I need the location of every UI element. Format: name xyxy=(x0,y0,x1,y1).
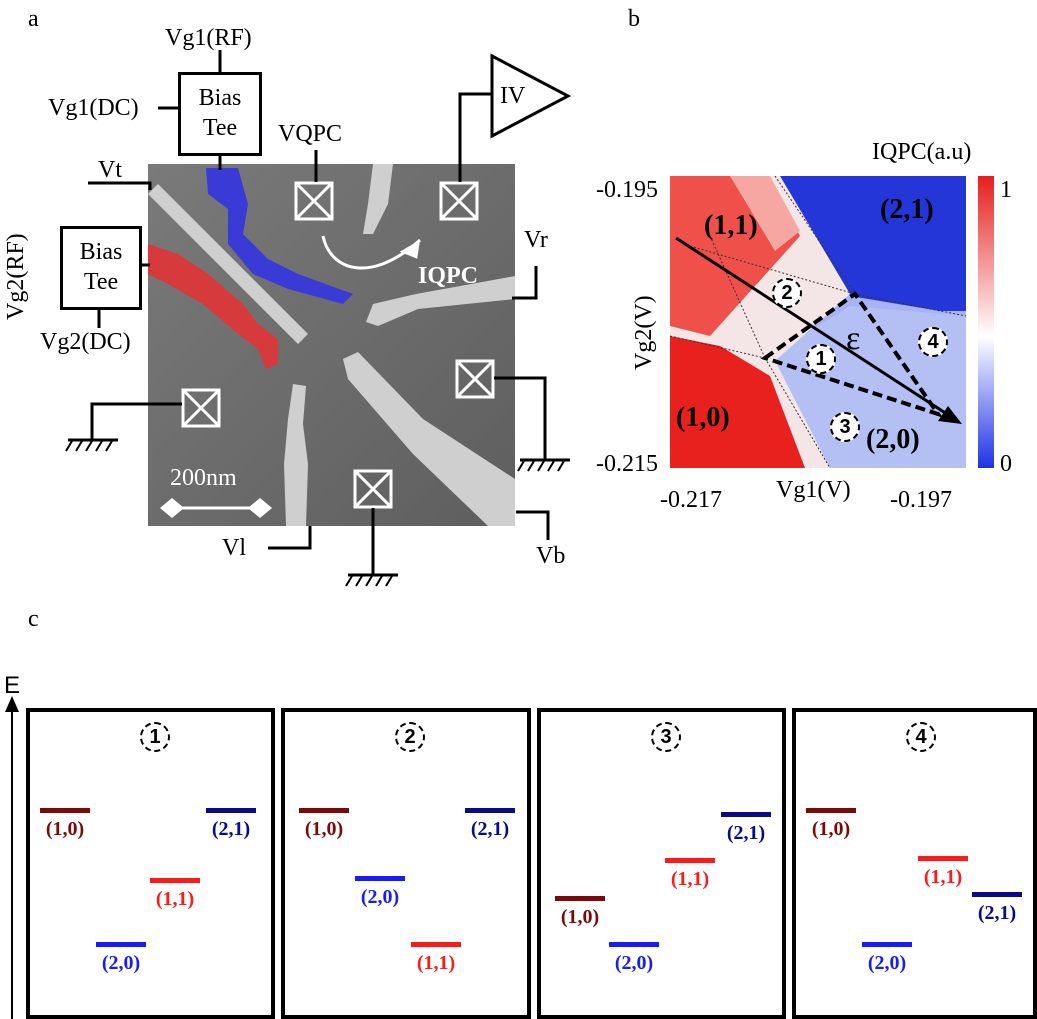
colorbar-max: 1 xyxy=(1000,177,1012,203)
gate-vt xyxy=(148,184,308,344)
y-tick-top: -0.195 xyxy=(596,177,658,203)
state-2-1: (2,1) xyxy=(880,194,934,225)
level-label-1-0: (1,0) xyxy=(304,818,344,840)
region-2-1 xyxy=(775,176,966,311)
gate-red xyxy=(148,244,278,369)
level-1-0 xyxy=(40,808,90,813)
vr-label: Vr xyxy=(524,227,548,253)
level-label-2-1: (2,1) xyxy=(470,818,510,840)
y-tick-bottom: -0.215 xyxy=(596,451,658,477)
iv-label: IV xyxy=(500,83,526,109)
gate-vb xyxy=(343,352,515,526)
colorbar xyxy=(978,176,994,468)
marker-4: 4 xyxy=(918,327,948,357)
sem-image xyxy=(148,164,515,526)
marker-3: 3 xyxy=(830,412,860,442)
level-1-1 xyxy=(665,858,715,863)
level-2-1 xyxy=(721,812,771,817)
level-1-0 xyxy=(806,808,856,813)
box-4-marker: 4 xyxy=(906,722,936,752)
sem-gates xyxy=(148,164,515,526)
level-1-0 xyxy=(299,808,349,813)
x-axis-label: Vg1(V) xyxy=(776,477,851,503)
energy-axis-arrow xyxy=(5,696,19,1019)
colorbar-title: IQPC(a.u) xyxy=(872,139,972,165)
level-label-1-1: (1,1) xyxy=(416,952,456,974)
energy-box-3: 3 (2,1) (1,1) (1,0) (2,0) xyxy=(537,708,786,1019)
gate-vr xyxy=(366,276,515,326)
gate-vl xyxy=(284,384,308,526)
bias-tee-1: Bias Tee xyxy=(178,72,262,156)
level-label-1-1: (1,1) xyxy=(923,866,963,888)
level-2-0 xyxy=(96,942,146,947)
level-1-0 xyxy=(555,896,605,901)
level-label-2-1: (2,1) xyxy=(726,822,766,844)
vt-label: Vt xyxy=(98,157,122,183)
colorbar-min: 0 xyxy=(1000,451,1012,477)
level-1-1 xyxy=(150,878,200,883)
scale-bar-label: 200nm xyxy=(170,465,237,491)
vqpc-label: VQPC xyxy=(278,121,343,147)
level-2-0 xyxy=(862,942,912,947)
panel-a-letter: a xyxy=(28,6,39,32)
level-1-1 xyxy=(918,856,968,861)
level-label-2-0: (2,0) xyxy=(360,886,400,908)
state-1-0: (1,0) xyxy=(676,402,730,433)
box-2-marker: 2 xyxy=(395,722,425,752)
box-3-marker: 3 xyxy=(651,722,681,752)
level-2-0 xyxy=(355,876,405,881)
energy-box-2: 2 (1,0) (2,1) (2,0) (1,1) xyxy=(281,708,531,1019)
gate-blue xyxy=(206,168,353,304)
level-2-1 xyxy=(465,808,515,813)
energy-box-4: 4 (1,0) (1,1) (2,1) (2,0) xyxy=(792,708,1037,1019)
box-1-marker: 1 xyxy=(140,722,170,752)
vb-label: Vb xyxy=(536,543,566,569)
vg2-rf-label: Vg2(RF) xyxy=(3,233,29,320)
level-label-1-1: (1,1) xyxy=(670,868,710,890)
vg1-rf-label: Vg1(RF) xyxy=(165,25,252,51)
energy-box-1: 1 (1,0) (2,1) (1,1) (2,0) xyxy=(26,708,275,1019)
level-label-2-0: (2,0) xyxy=(101,952,141,974)
x-tick-right: -0.197 xyxy=(890,487,952,513)
level-2-0 xyxy=(609,942,659,947)
vg2-dc-label: Vg2(DC) xyxy=(40,329,131,355)
level-label-1-0: (1,0) xyxy=(560,906,600,928)
level-1-1 xyxy=(411,942,461,947)
level-label-1-1: (1,1) xyxy=(155,888,195,910)
level-2-1 xyxy=(972,892,1022,897)
level-label-2-1: (2,1) xyxy=(211,818,251,840)
level-label-2-0: (2,0) xyxy=(614,952,654,974)
iqpc-label: IQPC xyxy=(418,263,478,289)
state-1-1: (1,1) xyxy=(704,210,758,241)
marker-1: 1 xyxy=(806,344,836,374)
bias-tee-2: Bias Tee xyxy=(60,226,142,310)
level-label-2-1: (2,1) xyxy=(977,902,1017,924)
x-tick-left: -0.217 xyxy=(660,487,722,513)
state-2-0: (2,0) xyxy=(866,424,920,455)
level-label-2-0: (2,0) xyxy=(867,952,907,974)
level-label-1-0: (1,0) xyxy=(45,818,85,840)
epsilon-label: ε xyxy=(846,320,861,357)
vl-label: Vl xyxy=(222,535,246,561)
level-2-1 xyxy=(206,808,256,813)
panel-c-letter: c xyxy=(28,606,39,632)
stability-diagram xyxy=(670,176,966,468)
vg1-dc-label: Vg1(DC) xyxy=(48,95,139,121)
panel-b-letter: b xyxy=(628,6,640,32)
y-axis-label: Vg2(V) xyxy=(631,295,657,370)
level-label-1-0: (1,0) xyxy=(811,818,851,840)
region-1-0 xyxy=(670,336,805,468)
marker-2: 2 xyxy=(772,278,802,308)
energy-axis-label: E xyxy=(4,672,21,699)
